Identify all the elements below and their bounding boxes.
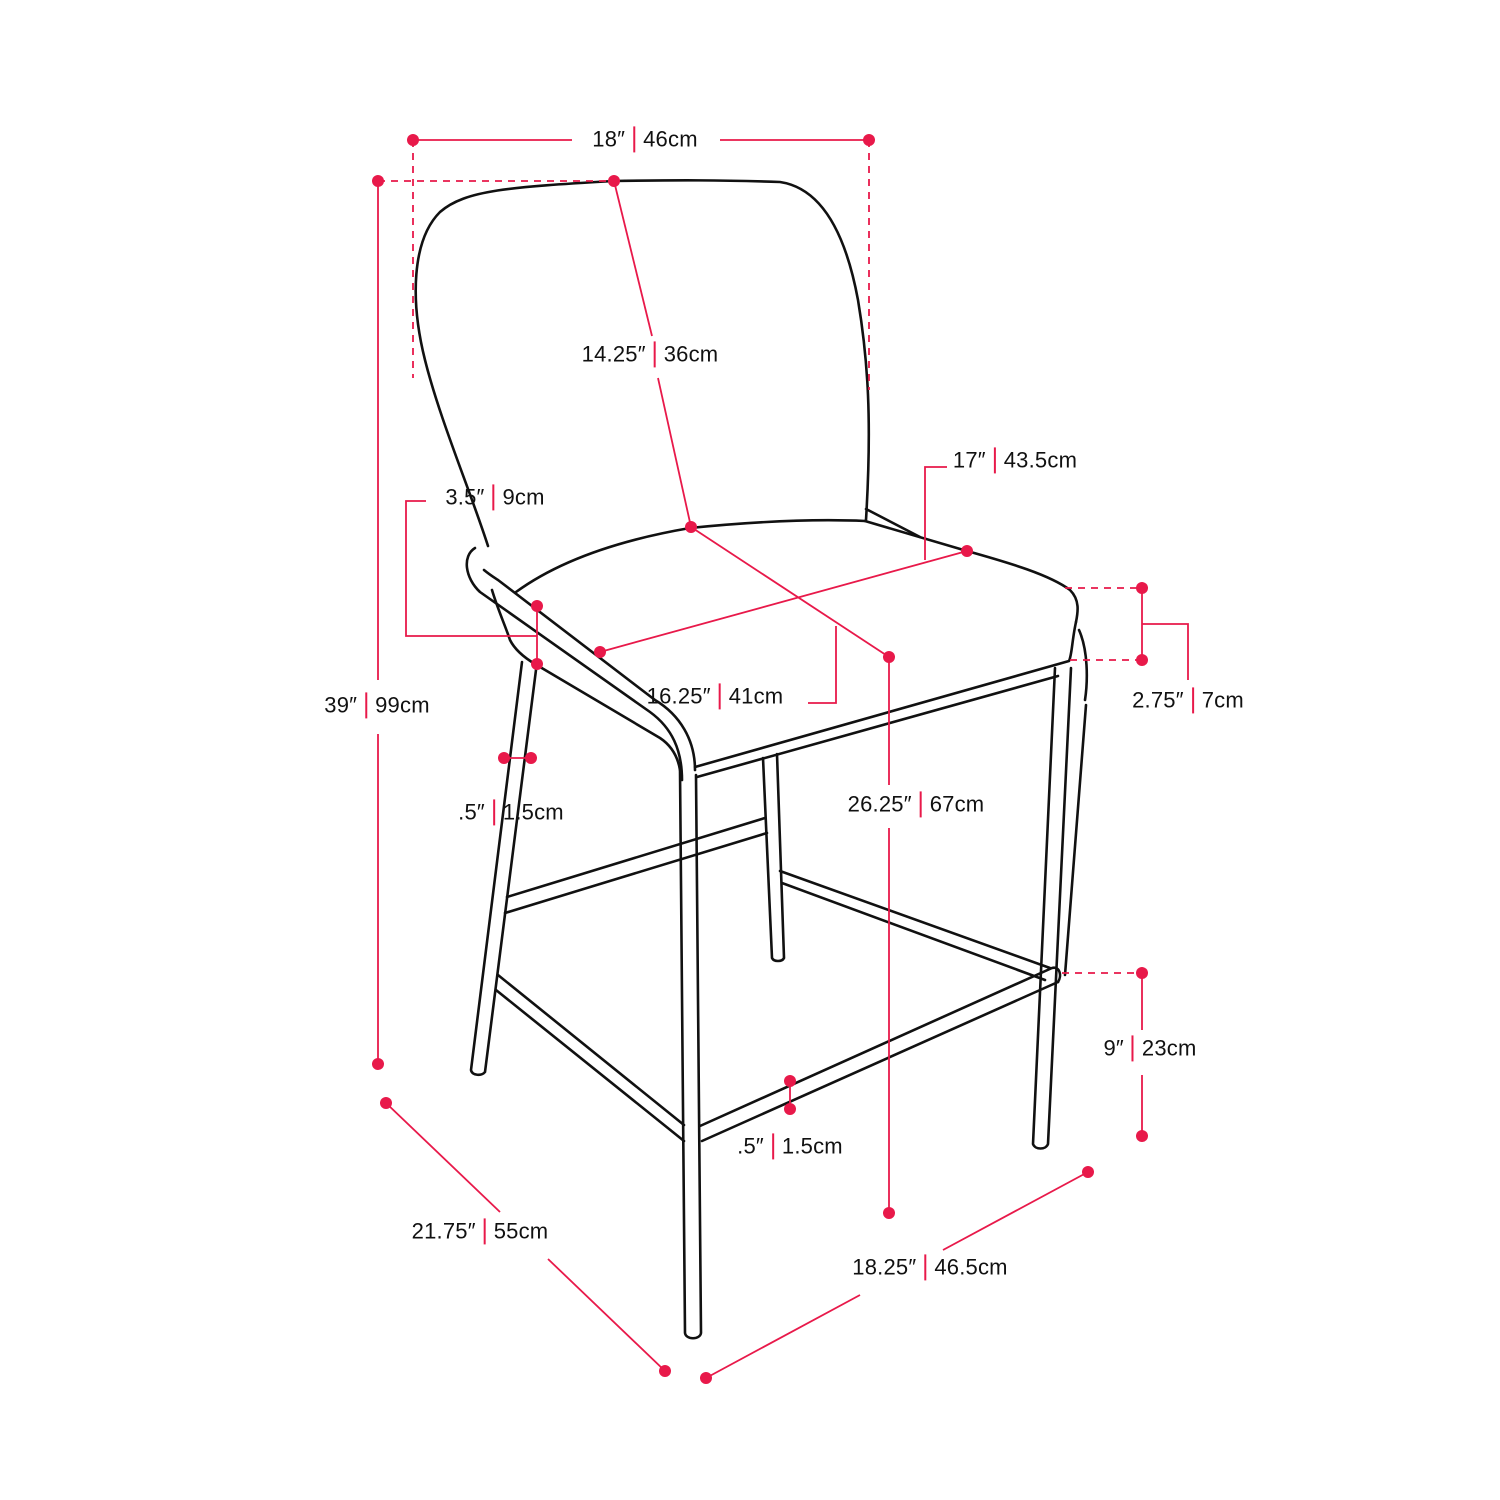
footrest-upper bbox=[698, 966, 1062, 1128]
stretcher-back-lower bbox=[780, 881, 1047, 982]
seat-outline bbox=[514, 518, 1079, 624]
separator bbox=[924, 1254, 927, 1281]
metric-value: 41cm bbox=[728, 683, 784, 709]
metric-value: 9cm bbox=[502, 484, 545, 510]
dim-label-overall-depth: 21.75″ 55cm bbox=[412, 1218, 549, 1245]
dim-label-backrest-width: 18″ 46cm bbox=[592, 126, 698, 153]
dim-label-seat-height: 26.25″ 67cm bbox=[848, 791, 985, 818]
dim-label-overall-width: 18.25″ 46.5cm bbox=[852, 1254, 1008, 1281]
metric-value: 36cm bbox=[663, 341, 719, 367]
metric-value: 46cm bbox=[643, 126, 698, 152]
metric-value: 46.5cm bbox=[934, 1254, 1008, 1280]
metric-value: 55cm bbox=[493, 1218, 549, 1244]
separator bbox=[1131, 1035, 1134, 1062]
chair-drawing bbox=[414, 179, 1089, 1340]
imperial-value: 17″ bbox=[952, 447, 986, 473]
imperial-value: 3.5″ bbox=[445, 484, 485, 510]
separator bbox=[771, 1133, 774, 1160]
footrest-lower bbox=[700, 980, 1060, 1143]
seat-front-edge bbox=[693, 620, 1078, 769]
metric-value: 67cm bbox=[929, 791, 985, 817]
dim-label-seat-depth: 16.25″ 41cm bbox=[647, 683, 784, 710]
leg-back-left bbox=[469, 660, 539, 1077]
imperial-value: 9″ bbox=[1103, 1035, 1124, 1061]
imperial-value: 2.75″ bbox=[1132, 687, 1184, 713]
separator bbox=[653, 341, 656, 368]
seat-right-side bbox=[1077, 628, 1089, 702]
dim-label-footrest-height: 9″ 23cm bbox=[1103, 1035, 1196, 1062]
separator bbox=[718, 683, 721, 710]
dim-label-leg-diameter: .5″ 1.5cm bbox=[458, 799, 564, 826]
imperial-value: 21.75″ bbox=[411, 1218, 476, 1244]
metric-value: 43.5cm bbox=[1003, 447, 1078, 473]
dim-label-seat-thickness: 2.75″ 7cm bbox=[1132, 687, 1244, 714]
stretcher-left-lower bbox=[503, 831, 769, 915]
imperial-value: 18″ bbox=[592, 126, 626, 152]
leg-front-right-edge bbox=[1063, 703, 1088, 977]
leg-front-left bbox=[678, 768, 703, 1340]
dim-label-footrest-diameter: .5″ 1.5cm bbox=[737, 1133, 843, 1160]
separator bbox=[492, 799, 495, 826]
imperial-value: 18.25″ bbox=[852, 1254, 917, 1280]
imperial-value: .5″ bbox=[737, 1133, 764, 1159]
leg-front-right bbox=[1031, 666, 1073, 1150]
separator bbox=[633, 126, 636, 153]
imperial-value: 14.25″ bbox=[581, 341, 646, 367]
imperial-value: .5″ bbox=[458, 799, 485, 825]
leg-back-right bbox=[761, 752, 786, 963]
metric-value: 23cm bbox=[1141, 1035, 1197, 1061]
dim-label-armrest-height: 3.5″ 9cm bbox=[445, 484, 544, 511]
backrest-seat-joint bbox=[864, 507, 922, 539]
dim-label-seat-width: 17″ 43.5cm bbox=[953, 447, 1077, 474]
metric-value: 1.5cm bbox=[502, 799, 564, 825]
armrest-front-curve bbox=[533, 662, 682, 772]
metric-value: 1.5cm bbox=[781, 1133, 843, 1159]
imperial-value: 26.25″ bbox=[847, 791, 912, 817]
armrest-tube-inner bbox=[482, 568, 697, 772]
separator bbox=[492, 484, 495, 511]
stretcher-side-upper bbox=[496, 973, 686, 1127]
stretcher-back-upper bbox=[778, 869, 1052, 970]
separator bbox=[919, 791, 922, 818]
seat-frame-front bbox=[695, 674, 1060, 779]
dim-label-overall-height: 39″ 99cm bbox=[324, 692, 430, 719]
metric-value: 7cm bbox=[1201, 687, 1244, 713]
imperial-value: 39″ bbox=[324, 692, 358, 718]
armrest-tube-outer bbox=[465, 546, 684, 782]
metric-value: 99cm bbox=[375, 692, 430, 718]
separator bbox=[483, 1218, 486, 1245]
separator bbox=[365, 692, 368, 719]
armrest-lower-curve bbox=[490, 588, 537, 666]
separator bbox=[1191, 687, 1194, 714]
dimension-lines bbox=[372, 134, 1189, 1384]
stretcher-left-upper bbox=[505, 816, 767, 899]
stretcher-side-lower bbox=[494, 988, 686, 1143]
imperial-value: 16.25″ bbox=[646, 683, 711, 709]
dim-label-backrest-height: 14.25″ 36cm bbox=[582, 341, 719, 368]
separator bbox=[993, 447, 996, 474]
